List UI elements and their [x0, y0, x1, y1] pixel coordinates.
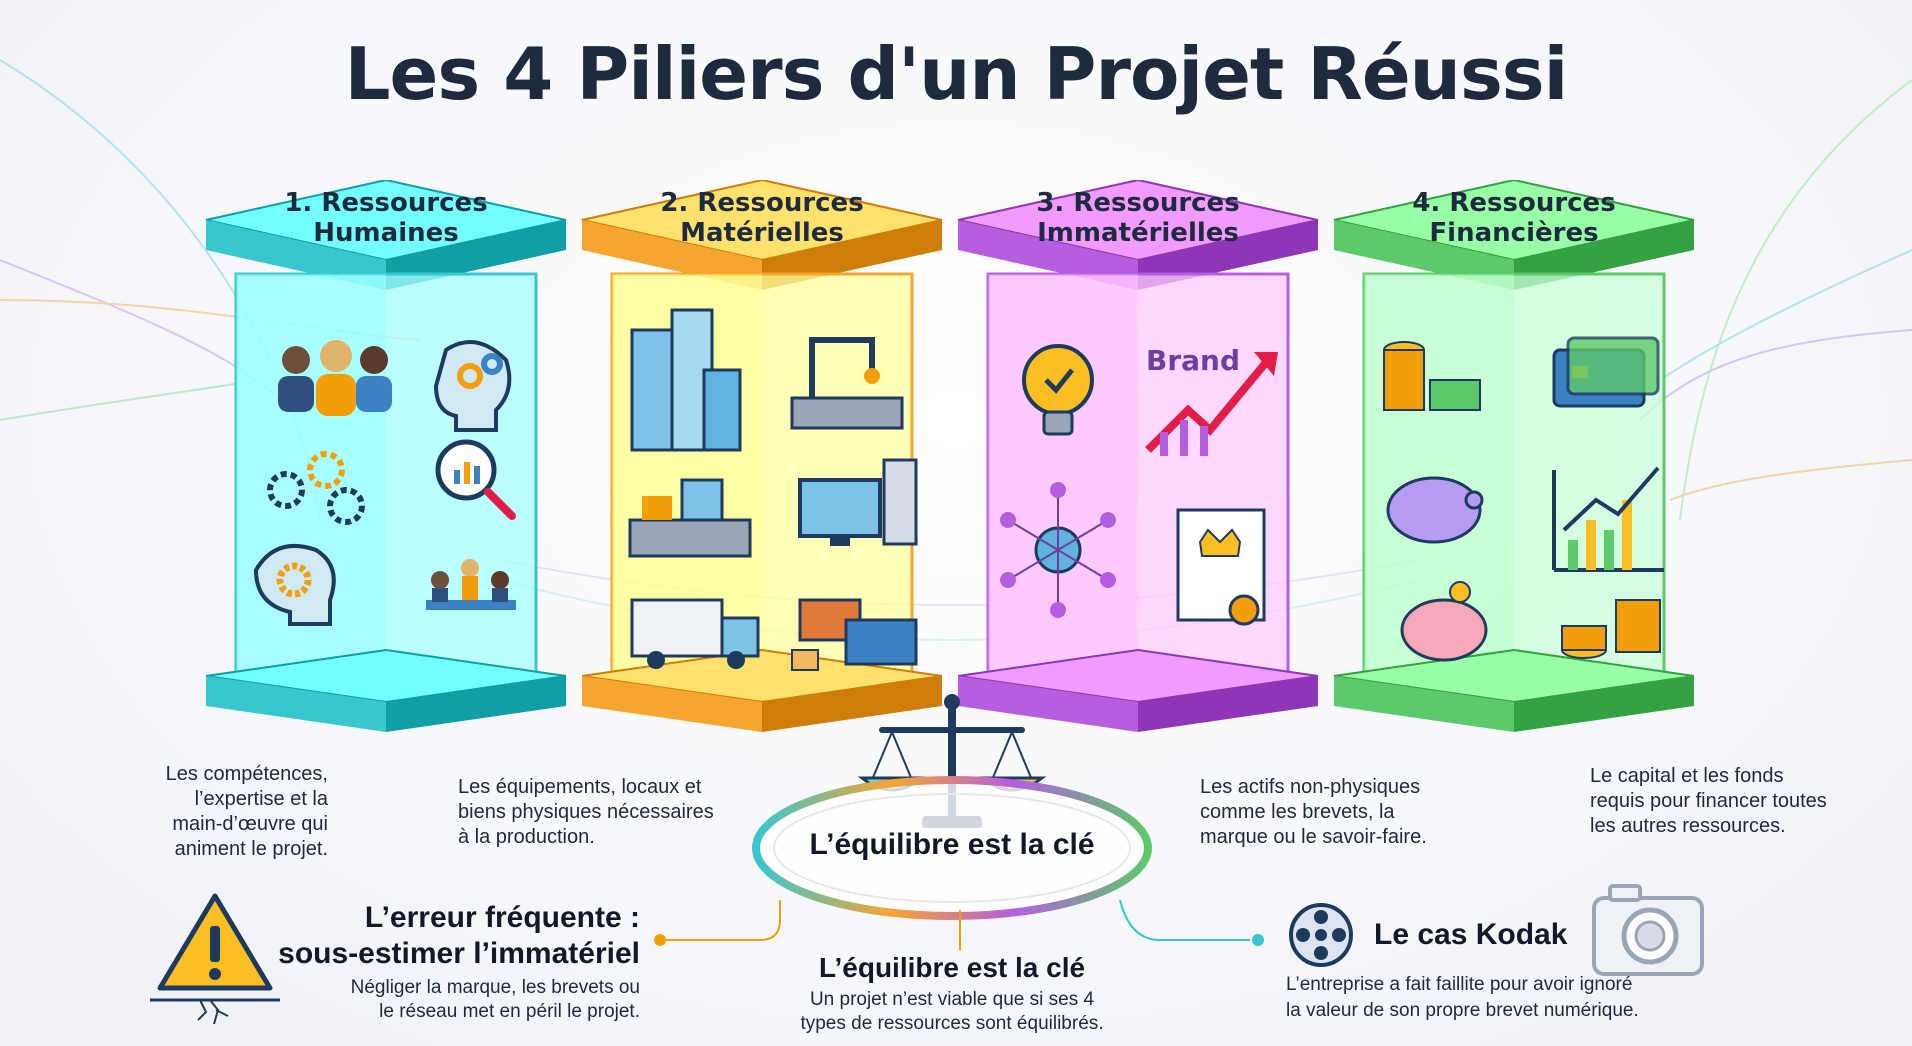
credit-card-icon — [1552, 336, 1660, 408]
pillar-3-description: Les actifs non-physiques comme les breve… — [1200, 775, 1500, 850]
lightbulb-icon — [1022, 344, 1094, 436]
pillar-material-resources: 2. Ressources Matérielles — [572, 180, 952, 740]
network-globe-icon — [1000, 482, 1116, 618]
pink-piggy-bank-icon — [1400, 581, 1488, 662]
description-line: à la production. — [458, 826, 595, 848]
gears-icon — [267, 451, 365, 525]
computer-monitor-icon — [798, 458, 918, 546]
connector-lines — [654, 900, 1264, 950]
balance-heading: L’équilibre est la clé — [818, 952, 1086, 983]
balance-text-line: types de ressources sont équilibrés. — [800, 1013, 1104, 1034]
pillar-1-description: Les compétences, l’expertise et la main-… — [128, 762, 328, 862]
magnifier-chart-icon — [435, 439, 516, 520]
pillar-title-line-2: Financières — [1429, 218, 1599, 248]
pillar-icons: Brand — [1000, 344, 1278, 626]
description-line: l’expertise et la — [194, 788, 328, 810]
pillar-human-resources: 1. Ressources Humaines — [196, 180, 576, 740]
description-line: comme les brevets, la — [1200, 801, 1395, 823]
pillar-title-line-2: Matérielles — [680, 218, 844, 248]
pillar-title: 1. Ressources Humaines — [196, 188, 576, 248]
balance-text: Un projet n’est viable que si ses 4 type… — [742, 988, 1162, 1036]
delivery-truck-icon — [630, 598, 760, 669]
description-line: biens physiques nécessaires — [458, 801, 714, 823]
description-line: requis pour financer toutes — [1590, 790, 1827, 812]
warning-title-line: sous-estimer l’immatériel — [278, 937, 640, 970]
pillar-title-line-1: 2. Ressources — [660, 188, 864, 218]
brand-label: Brand — [1146, 344, 1240, 377]
pillar-intangible-resources: Brand 3. Ressources Immatérielles — [948, 180, 1328, 740]
gear-head-icon — [433, 340, 512, 432]
growth-chart-icon — [1552, 466, 1664, 572]
office-buildings-icon — [630, 308, 742, 452]
description-line: animent le projet. — [174, 838, 328, 860]
pillar-title-line-1: 4. Ressources — [1412, 188, 1616, 218]
patent-certificate-icon — [1176, 508, 1266, 626]
balance-ring — [752, 776, 1152, 920]
pillar-title-line-2: Humaines — [313, 218, 459, 248]
pillar-icons — [253, 340, 516, 626]
warning-title-line: L’erreur fréquente : — [364, 901, 640, 934]
meeting-table-icon — [426, 559, 516, 610]
coins-pile-icon — [1561, 599, 1661, 659]
pillar-2-description: Les équipements, locaux et biens physiqu… — [458, 775, 778, 850]
warning-title: L’erreur fréquente : sous-estimer l’imma… — [260, 900, 640, 972]
description-line: Les équipements, locaux et — [458, 776, 702, 798]
description-line: Le capital et les fonds — [1590, 765, 1784, 787]
description-line: main-d’œuvre qui — [172, 813, 328, 835]
description-line: marque ou le savoir-faire. — [1200, 826, 1427, 848]
pillar-title: 4. Ressources Financières — [1324, 188, 1704, 248]
pillar-icons — [1383, 336, 1664, 662]
film-reel-icon — [1289, 903, 1353, 967]
balance-scale-graphic — [752, 694, 1152, 920]
kodak-text: L’entreprise a fait faillite pour avoir … — [1286, 972, 1786, 1024]
pillar-title-line-1: 3. Ressources — [1036, 188, 1240, 218]
team-people-icon — [278, 340, 392, 416]
shipping-containers-icon — [791, 598, 918, 671]
pillar-4-description: Le capital et les fonds requis pour fina… — [1590, 764, 1890, 839]
piggy-bank-icon — [1386, 476, 1484, 544]
warning-text-line: le réseau met en péril le projet. — [379, 1001, 640, 1022]
camera-icon — [1592, 884, 1704, 976]
production-line-icon — [628, 478, 752, 558]
pillar-title: 2. Ressources Matérielles — [572, 188, 952, 248]
description-line: Les compétences, — [165, 763, 328, 785]
pillar-shape — [957, 180, 1319, 732]
warning-text: Négliger la marque, les brevets ou le ré… — [290, 976, 640, 1024]
balance-text-line: Un projet n’est viable que si ses 4 — [809, 989, 1095, 1010]
kodak-text-line: L’entreprise a fait faillite pour avoir … — [1286, 974, 1633, 995]
description-line: les autres ressources. — [1590, 815, 1786, 837]
pillar-title-line-2: Immatérielles — [1037, 218, 1239, 248]
balance-ring-label: L’équilibre est la clé — [809, 828, 1095, 861]
kodak-title: Le cas Kodak — [1374, 918, 1568, 951]
pillar-title: 3. Ressources Immatérielles — [948, 188, 1328, 248]
kodak-text-line: la valeur de son propre brevet numérique… — [1286, 1000, 1639, 1021]
coin-stack-icon — [1383, 341, 1481, 411]
pillar-icons — [628, 308, 918, 671]
factory-robot-icon — [790, 337, 904, 430]
description-line: Les actifs non-physiques — [1200, 776, 1421, 798]
warning-triangle-icon — [150, 893, 280, 1025]
brain-gear-icon — [253, 544, 336, 626]
brand-growth-icon: Brand — [1145, 344, 1278, 456]
warning-text-line: Négliger la marque, les brevets ou — [350, 977, 640, 998]
pillar-title-line-1: 1. Ressources — [284, 188, 488, 218]
pillar-financial-resources: 4. Ressources Financières — [1324, 180, 1704, 740]
page-title: Les 4 Piliers d'un Projet Réussi — [344, 32, 1569, 116]
